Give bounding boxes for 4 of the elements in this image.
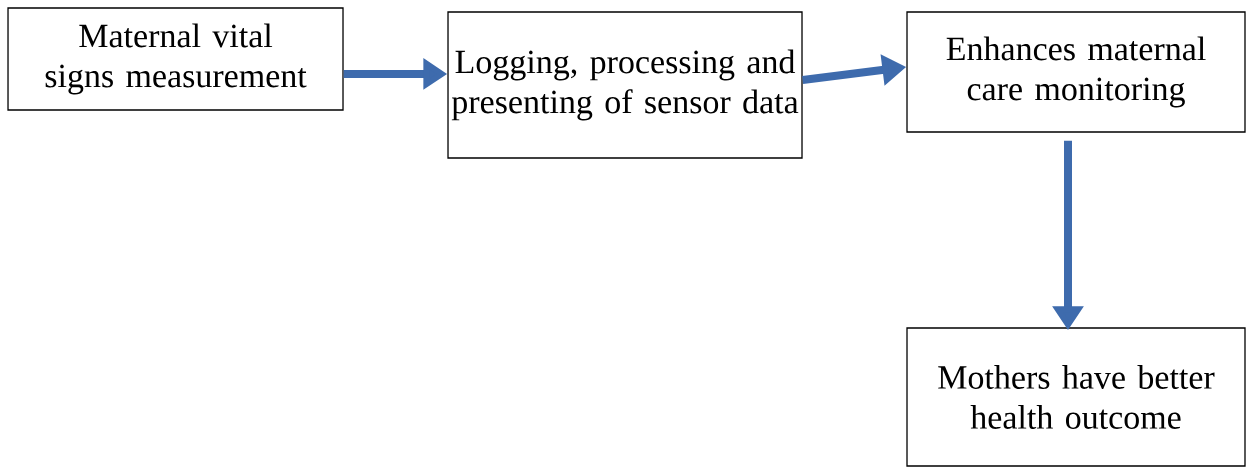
process-box: Maternal vital signs measurement	[7, 7, 344, 111]
process-box: Mothers have better health outcome	[906, 327, 1246, 467]
process-box: Enhances maternal care monitoring	[906, 11, 1246, 133]
process-box: Logging, processing and presenting of sensor data	[447, 11, 803, 159]
